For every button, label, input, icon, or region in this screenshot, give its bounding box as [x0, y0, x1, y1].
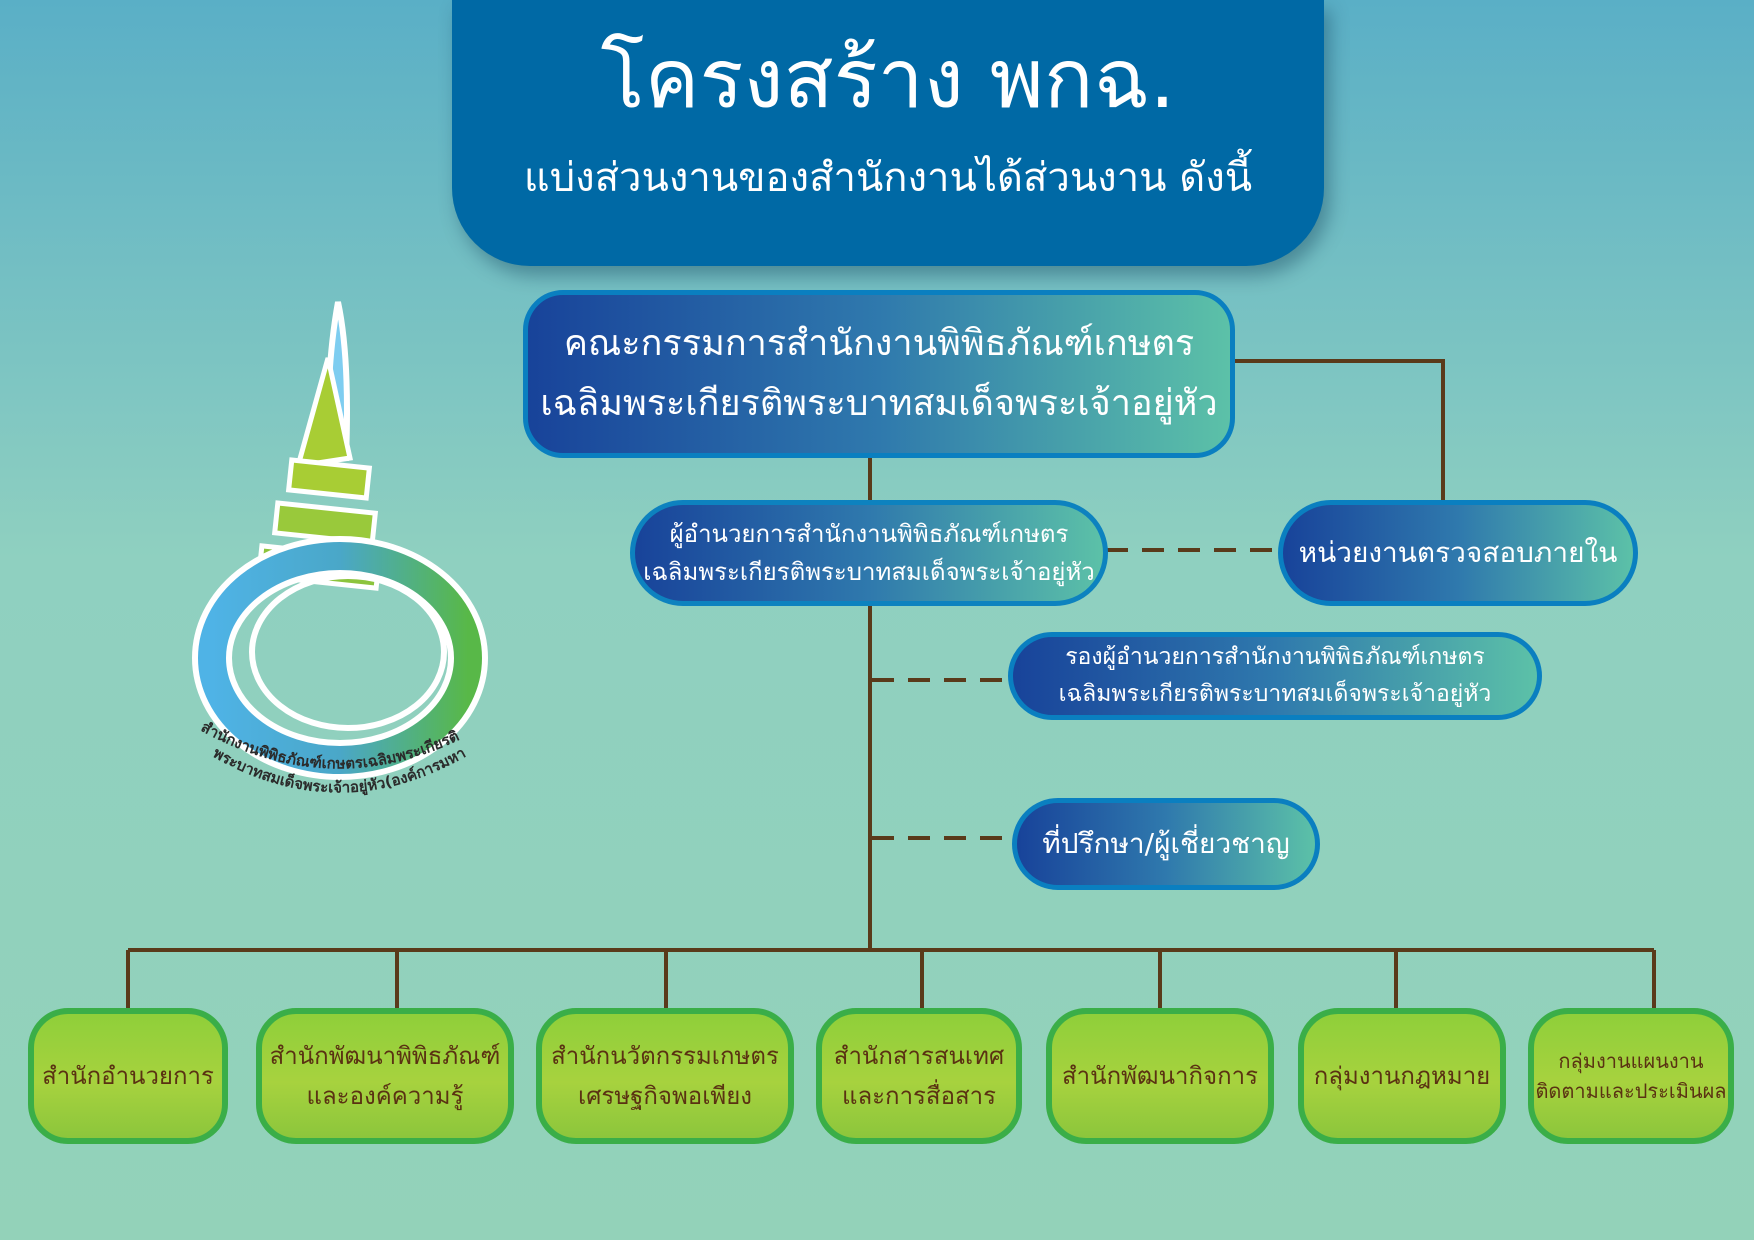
- node-board-line2: เฉลิมพระเกียรติพระบาทสมเด็จพระเจ้าอยู่หั…: [540, 383, 1218, 424]
- header-banner: โครงสร้าง พกฉ. แบ่งส่วนงานของสำนักงานได้…: [452, 0, 1324, 266]
- unit-5-line1: สำนักพัฒนากิจการ: [1062, 1062, 1258, 1090]
- unit-3-line2: เศรษฐกิจพอเพียง: [577, 1082, 753, 1110]
- node-internal-audit: หน่วยงานตรวจสอบภายใน: [1278, 500, 1638, 606]
- unit-4-line1: สำนักสารสนเทศ: [833, 1042, 1005, 1070]
- unit-6-line1: กลุ่มงานกฎหมาย: [1313, 1062, 1491, 1090]
- unit-7-line2: ติดตามและประเมินผล: [1535, 1079, 1727, 1103]
- unit-2: สำนักพัฒนาพิพิธภัณฑ์ และองค์ความรู้: [256, 1008, 514, 1144]
- unit-2-line1: สำนักพัฒนาพิพิธภัณฑ์: [269, 1042, 501, 1070]
- organization-logo: สำนักงานพิพิธภัณฑ์เกษตรเฉลิมพระเกียรติ พ…: [190, 298, 488, 797]
- unit-4: สำนักสารสนเทศ และการสื่อสาร: [816, 1008, 1022, 1144]
- unit-7-line1: กลุ่มงานแผนงาน: [1558, 1049, 1704, 1073]
- logo-tier-1: [285, 457, 373, 501]
- node-deputy: รองผู้อำนวยการสำนักงานพิพิธภัณฑ์เกษตร เฉ…: [1008, 632, 1542, 720]
- connector-board-audit: [1230, 359, 1445, 504]
- unit-7: กลุ่มงานแผนงาน ติดตามและประเมินผล: [1528, 1008, 1734, 1144]
- unit-6: กลุ่มงานกฎหมาย: [1298, 1008, 1506, 1144]
- node-board-line1: คณะกรรมการสำนักงานพิพิธภัณฑ์เกษตร: [563, 323, 1195, 364]
- page-subtitle: แบ่งส่วนงานของสำนักงานได้ส่วนงาน ดังนี้: [523, 155, 1253, 201]
- node-advisor: ที่ปรึกษา/ผู้เชี่ยวชาญ: [1012, 798, 1320, 890]
- page-title: โครงสร้าง พกฉ.: [600, 32, 1176, 127]
- unit-3-line1: สำนักนวัตกรรมเกษตร: [551, 1042, 779, 1070]
- unit-2-line2: และองค์ความรู้: [306, 1082, 464, 1110]
- unit-5: สำนักพัฒนากิจการ: [1046, 1008, 1274, 1144]
- node-internal-audit-label: หน่วยงานตรวจสอบภายใน: [1298, 536, 1618, 569]
- node-board: คณะกรรมการสำนักงานพิพิธภัณฑ์เกษตร เฉลิมพ…: [523, 290, 1235, 458]
- unit-1-line1: สำนักอำนวยการ: [42, 1062, 214, 1090]
- node-director-line2: เฉลิมพระเกียรติพระบาทสมเด็จพระเจ้าอยู่หั…: [643, 558, 1095, 586]
- unit-3: สำนักนวัตกรรมเกษตร เศรษฐกิจพอเพียง: [536, 1008, 794, 1144]
- unit-4-line2: และการสื่อสาร: [841, 1082, 997, 1110]
- node-deputy-line1: รองผู้อำนวยการสำนักงานพิพิธภัณฑ์เกษตร: [1065, 644, 1485, 670]
- unit-1: สำนักอำนวยการ: [28, 1008, 228, 1144]
- node-director-line1: ผู้อำนวยการสำนักงานพิพิธภัณฑ์เกษตร: [669, 520, 1069, 548]
- node-deputy-line2: เฉลิมพระเกียรติพระบาทสมเด็จพระเจ้าอยู่หั…: [1058, 681, 1492, 707]
- node-director: ผู้อำนวยการสำนักงานพิพิธภัณฑ์เกษตร เฉลิม…: [630, 500, 1108, 606]
- node-advisor-label: ที่ปรึกษา/ผู้เชี่ยวชาญ: [1042, 827, 1290, 860]
